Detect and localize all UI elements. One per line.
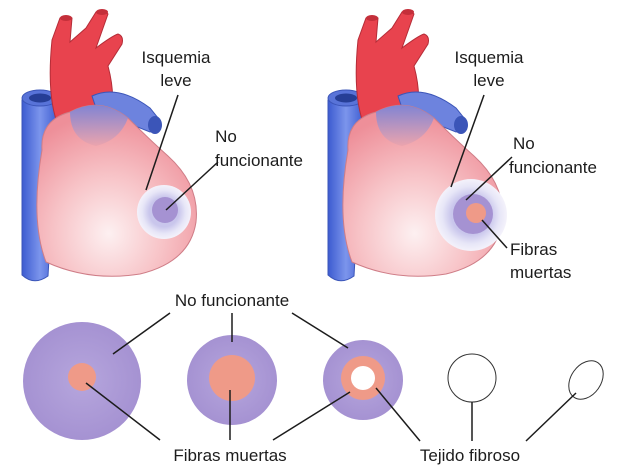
disc-5-fibrous [562, 354, 611, 406]
bottom-fibrous-tissue-label: Tejido fibroso [420, 446, 520, 465]
bottom-progression [23, 322, 610, 440]
right-dead-fibers-label-2: muertas [510, 263, 571, 282]
left-ischemia-label: Isquemia [142, 48, 212, 67]
bottom-nonfunctional-label: No funcionante [175, 291, 289, 310]
right-dead-fibers-label: Fibras [510, 240, 557, 259]
left-nonfunctional-label-2: funcionante [215, 151, 303, 170]
bottom-dead-fibers-label: Fibras muertas [173, 446, 286, 465]
right-ischemia-label: Isquemia [455, 48, 525, 67]
right-ischemia-label-2: leve [473, 71, 504, 90]
right-nonfunctional-label-2: funcionante [509, 158, 597, 177]
right-nonfunctional-label: No [513, 134, 535, 153]
left-nonfunctional-label: No [215, 127, 237, 146]
disc-3-fibrous-center [351, 366, 375, 390]
disc-4-fibrous [448, 354, 496, 402]
disc-2-dead-fibers [209, 355, 255, 401]
left-nonfunctional-zone [152, 197, 178, 223]
left-ischemia-label-2: leve [160, 71, 191, 90]
